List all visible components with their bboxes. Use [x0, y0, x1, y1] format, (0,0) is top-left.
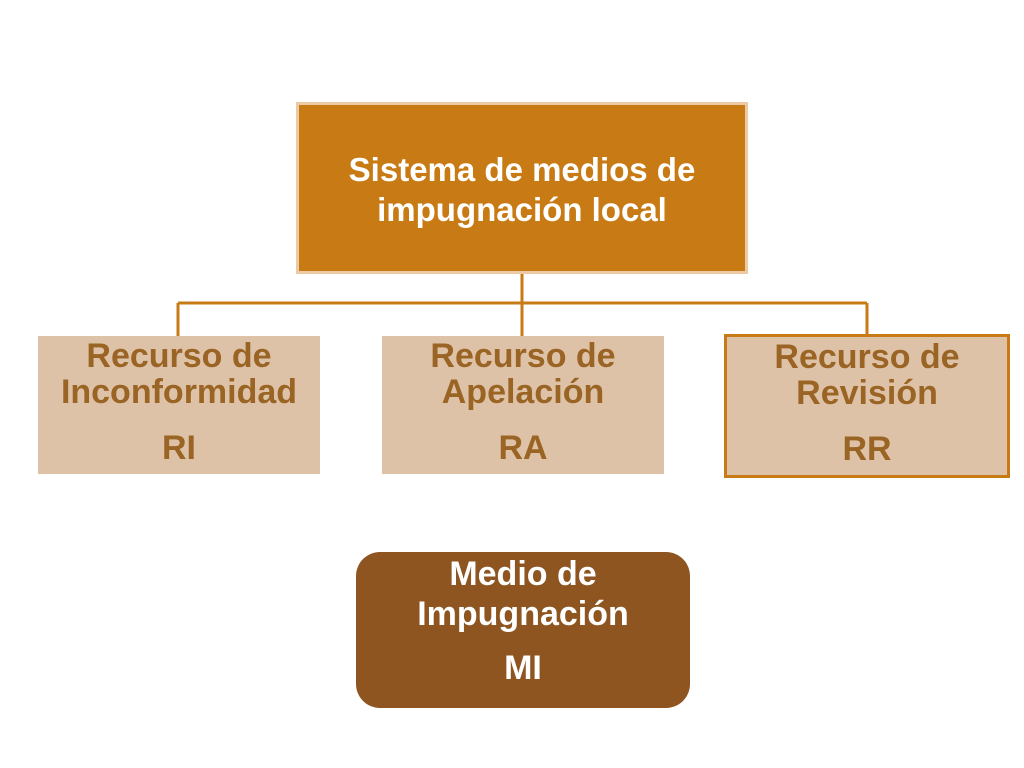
node-recurso-apelacion: Recurso de Apelación RA	[382, 336, 664, 474]
node-name: Recurso de Revisión	[774, 338, 960, 412]
root-node: Sistema de medios de impugnación local	[296, 102, 748, 274]
node-recurso-inconformidad: Recurso de Inconformidad RI	[38, 336, 320, 474]
legend-abbreviation: MI	[504, 649, 542, 687]
node-recurso-revision: Recurso de Revisión RR	[724, 334, 1010, 478]
node-name: Recurso de Inconformidad	[60, 337, 298, 411]
node-name: Recurso de Apelación	[430, 337, 616, 411]
legend-medio-impugnacion: Medio de Impugnación MI	[356, 552, 690, 708]
node-abbreviation: RA	[498, 429, 548, 467]
node-abbreviation: RR	[842, 430, 892, 468]
root-node-label: Sistema de medios de impugnación local	[348, 151, 696, 228]
legend-name: Medio de Impugnación	[417, 555, 629, 633]
node-abbreviation: RI	[162, 429, 196, 467]
